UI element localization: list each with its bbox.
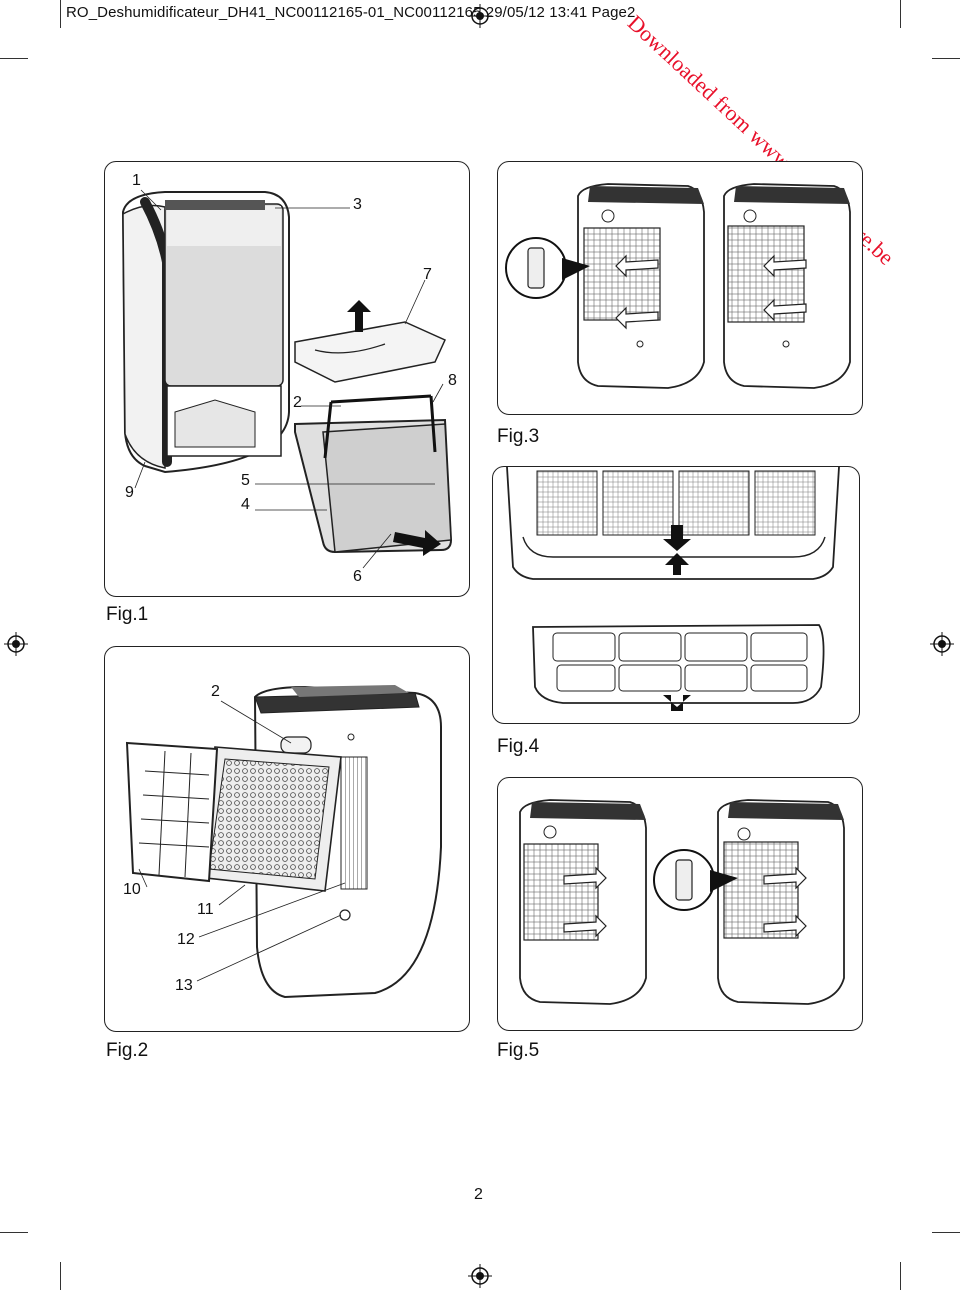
- callout-label: 6: [353, 568, 362, 585]
- figure-4-panel: [492, 466, 860, 724]
- callout-label: 4: [241, 496, 250, 513]
- figure-4-label: Fig.4: [497, 736, 540, 757]
- arrow-up-icon: [347, 300, 371, 332]
- figure-5-label: Fig.5: [497, 1040, 540, 1061]
- filter-separation-illustration: [506, 467, 840, 711]
- callout-label: 3: [353, 196, 362, 213]
- crop-mark: [60, 1262, 61, 1290]
- figure-2-label: Fig.2: [106, 1040, 149, 1061]
- dehumidifier-exploded-illustration: [121, 189, 453, 569]
- arrow-right-icon: [393, 530, 441, 556]
- callout-label: 13: [175, 977, 193, 994]
- crop-mark: [0, 58, 28, 59]
- figure-5-panel: [497, 777, 863, 1031]
- registration-mark-icon: [468, 4, 492, 28]
- crop-mark: [900, 0, 901, 28]
- callout-label: 8: [448, 372, 457, 389]
- registration-mark-icon: [930, 632, 954, 656]
- magnifier-icon: [505, 237, 590, 299]
- crop-mark: [0, 1232, 28, 1233]
- crop-mark: [932, 1232, 960, 1233]
- crop-mark: [900, 1262, 901, 1290]
- callout-label: 9: [125, 484, 134, 501]
- figure-2-panel: 2 10 11 12 13: [104, 646, 470, 1032]
- callout-label: 2: [211, 683, 220, 700]
- callout-label: 10: [123, 881, 141, 898]
- callout-label: 7: [423, 266, 432, 283]
- callout-label: 12: [177, 931, 195, 948]
- filter-slide-out-illustration: [505, 183, 851, 389]
- filter-removal-illustration: [125, 685, 442, 999]
- arrow-up-icon: [665, 553, 689, 575]
- crop-mark: [60, 0, 61, 28]
- figure-3-label: Fig.3: [497, 426, 540, 447]
- filter-reinsert-illustration: [519, 799, 845, 1005]
- document-header: RO_Deshumidificateur_DH41_NC00112165-01_…: [66, 4, 636, 21]
- registration-mark-icon: [4, 632, 28, 656]
- page-number: 2: [474, 1186, 483, 1203]
- callout-label: 2: [293, 394, 302, 411]
- callout-label: 1: [132, 172, 141, 189]
- figure-1-panel: 1 3 7 8 2 9 5 4 6: [104, 161, 470, 597]
- callout-label: 5: [241, 472, 250, 489]
- figure-3-panel: [497, 161, 863, 415]
- arrow-down-icon: [663, 525, 691, 551]
- crop-mark: [932, 58, 960, 59]
- figure-1-label: Fig.1: [106, 604, 149, 625]
- magnifier-icon: [653, 849, 738, 911]
- registration-mark-icon: [468, 1264, 492, 1288]
- callout-label: 11: [197, 901, 214, 918]
